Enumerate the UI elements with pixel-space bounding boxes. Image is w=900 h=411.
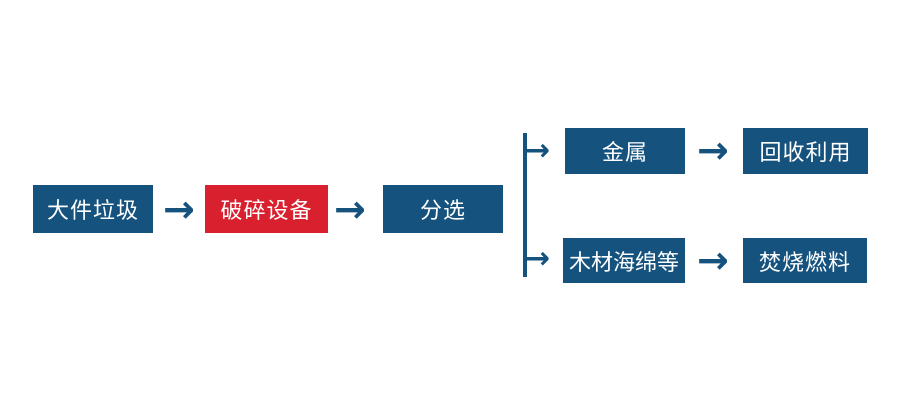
node-recycling: 回收利用 <box>743 128 868 174</box>
node-wood-sponge-etc: 木材海绵等 <box>563 238 685 283</box>
arrow-right-icon: → <box>334 187 366 231</box>
node-crushing-equipment-label: 破碎设备 <box>220 199 313 224</box>
node-recycling-label: 回收利用 <box>759 141 852 166</box>
node-metal: 金属 <box>565 128 685 174</box>
node-bulky-waste: 大件垃圾 <box>33 185 153 233</box>
arrow-right-icon: → <box>697 238 729 282</box>
node-sorting-label: 分选 <box>419 199 466 224</box>
arrow-right-icon: → <box>525 133 551 168</box>
branch-connector-line <box>523 133 527 277</box>
node-metal-label: 金属 <box>601 141 648 166</box>
node-incineration-fuel-label: 焚烧燃料 <box>758 250 851 276</box>
node-bulky-waste-label: 大件垃圾 <box>46 199 139 224</box>
node-incineration-fuel: 焚烧燃料 <box>743 238 867 283</box>
node-sorting: 分选 <box>383 185 503 233</box>
node-crushing-equipment: 破碎设备 <box>205 185 328 233</box>
arrow-right-icon: → <box>163 187 195 231</box>
node-wood-sponge-etc-label: 木材海绵等 <box>568 250 679 276</box>
arrow-right-icon: → <box>697 128 729 172</box>
arrow-right-icon: → <box>525 241 551 276</box>
